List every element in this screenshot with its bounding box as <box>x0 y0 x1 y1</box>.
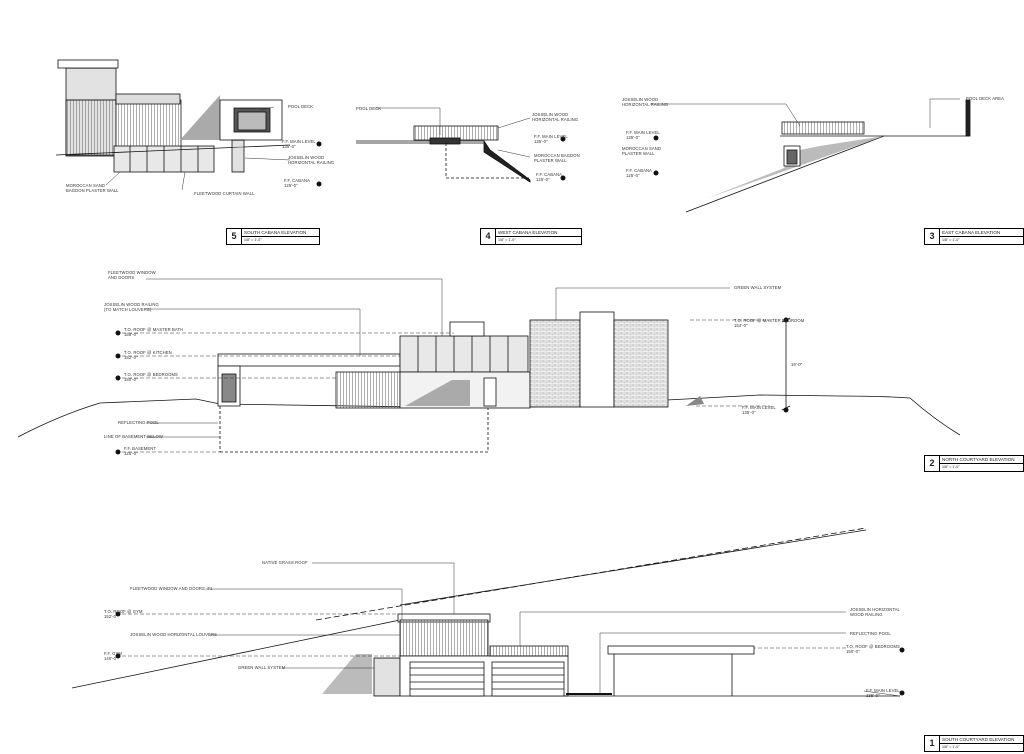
note-green-wall: GREEN WALL SYSTEM <box>734 285 782 290</box>
view-number: 1 <box>925 736 940 751</box>
note-green-wall: GREEN WALL SYSTEM <box>238 665 286 670</box>
view-title-3: 3 EAST CABANA ELEVATION 1/8" = 1'-0" <box>924 228 1024 245</box>
note-fleetwood: FLEETWOOD WINDOW AND DOORS <box>108 270 156 280</box>
note-ff-main: F.F. MAIN LEVEL 135'-0" <box>866 688 900 698</box>
south-courtyard-drawing <box>71 527 900 697</box>
elevation-markers <box>115 135 905 696</box>
note-ff-basement: F.F. BASEMENT 125'-0" <box>124 446 157 456</box>
view-number: 2 <box>925 456 940 471</box>
note-pool-deck-area: POOL DECK AREA <box>966 96 1005 101</box>
note-railing: JOSSELIN WOOD HORIZONTAL RAILING <box>288 155 335 165</box>
note-plaster-wall: MOROCCAN SAND BAGDON PLASTER WALL <box>66 183 119 193</box>
view-scale: 1/8" = 1'-0" <box>244 238 262 242</box>
view-scale: 1/8" = 1'-0" <box>942 465 960 469</box>
south-cabana-drawing <box>55 59 291 173</box>
north-courtyard-drawing <box>17 311 961 453</box>
view-title: SOUTH CABANA ELEVATION <box>244 230 307 235</box>
view-number: 4 <box>481 229 496 244</box>
west-cabana-drawing <box>356 125 531 183</box>
note-ff-gym: F.F. GYM 140'-0" <box>104 651 123 661</box>
note-ff-main: F.F. MAIN LEVEL 135'-0" <box>626 130 660 140</box>
note-plaster-wall: MOROCCAN BAGDON PLASTER WALL <box>534 153 580 163</box>
view-title: WEST CABANA ELEVATION <box>498 230 558 235</box>
note-railing: JOSSELIN WOOD RAILING (TO MATCH LOUVERS) <box>104 302 159 312</box>
note-louvers: JOSSELIN WOOD HORIZONTAL LOUVERS <box>130 632 217 637</box>
view-title-1: 1 SOUTH COURTYARD ELEVATION 1/8" = 1'-0" <box>924 735 1024 752</box>
note-railing: JOSSELIN HORIZONTAL WOOD RAILING <box>850 607 900 617</box>
note-native-grass: NATIVE GRASS ROOF <box>262 560 308 565</box>
note-railing: JOSSELIN WOOD HORIZONTAL RAILING <box>532 112 579 122</box>
view-title: EAST CABANA ELEVATION <box>942 230 1001 235</box>
note-plaster-wall: MOROCCAN SAND PLASTER WALL <box>622 146 661 156</box>
note-reflecting-pool: REFLECTING POOL <box>118 420 159 425</box>
view-number: 5 <box>227 229 242 244</box>
note-basement-line: LINE OF BASEMENT BELOW <box>104 434 163 439</box>
view-title-5: 5 SOUTH CABANA ELEVATION 1/8" = 1'-0" <box>226 228 320 245</box>
view-number: 3 <box>925 229 940 244</box>
note-ff-main: F.F. MAIN LEVEL 135'-0" <box>742 405 776 415</box>
note-to-roof-bedrooms: T.O. ROOF @ BEDROOMS 150'-0" <box>846 644 900 654</box>
note-to-roof-master: T.O. ROOF @ MASTER BATH 158'-0" <box>124 327 184 337</box>
note-to-roof-gym: T.O. ROOF @ GYM 152'-0" <box>104 609 143 619</box>
note-to-roof-master-bedroom: T.O. ROOF @ MASTER BEDROOM 154'-0" <box>734 318 805 328</box>
view-title-2: 2 NORTH COURTYARD ELEVATION 1/8" = 1'-0" <box>924 455 1024 472</box>
leader-lines <box>105 98 960 697</box>
note-ff-main: F.F. MAIN LEVEL 135'-0" <box>282 139 316 149</box>
note-dimension: 19'-0" <box>791 362 803 367</box>
view-title: SOUTH COURTYARD ELEVATION <box>942 737 1015 742</box>
view-title: NORTH COURTYARD ELEVATION <box>942 457 1015 462</box>
note-to-roof-kitchen: T.O. ROOF @ KITCHEN 152'-0" <box>124 350 172 360</box>
view-scale: 1/8" = 1'-0" <box>942 745 960 749</box>
note-fleetwood: FLEETWOOD WINDOW AND DOORS, F1 <box>130 586 213 591</box>
note-ff-main: F.F. MAIN LEVEL 135'-0" <box>534 134 568 144</box>
note-railing: JOSSELIN WOOD HORIZONTAL RAILING <box>622 97 669 107</box>
note-ff-cabana: F.F. CABANA 125'-0" <box>536 172 562 182</box>
view-title-4: 4 WEST CABANA ELEVATION 1/8" = 1'-0" <box>480 228 582 245</box>
note-to-roof-bedrooms: T.O. ROOF @ BEDROOMS 150'-0" <box>124 372 178 382</box>
note-pool-deck: POOL DECK <box>288 104 314 109</box>
note-ff-cabana: F.F. CABANA 125'-0" <box>284 178 310 188</box>
view-scale: 1/8" = 1'-0" <box>498 238 516 242</box>
note-ff-cabana: F.F. CABANA 125'-0" <box>626 168 652 178</box>
east-cabana-drawing <box>685 99 971 213</box>
note-curtain-wall: FLEETWOOD CURTAIN WALL <box>194 191 255 196</box>
view-scale: 1/8" = 1'-0" <box>942 238 960 242</box>
note-reflecting-pool: REFLECTING POOL <box>850 631 891 636</box>
note-pool-deck: POOL DECK <box>356 106 382 111</box>
